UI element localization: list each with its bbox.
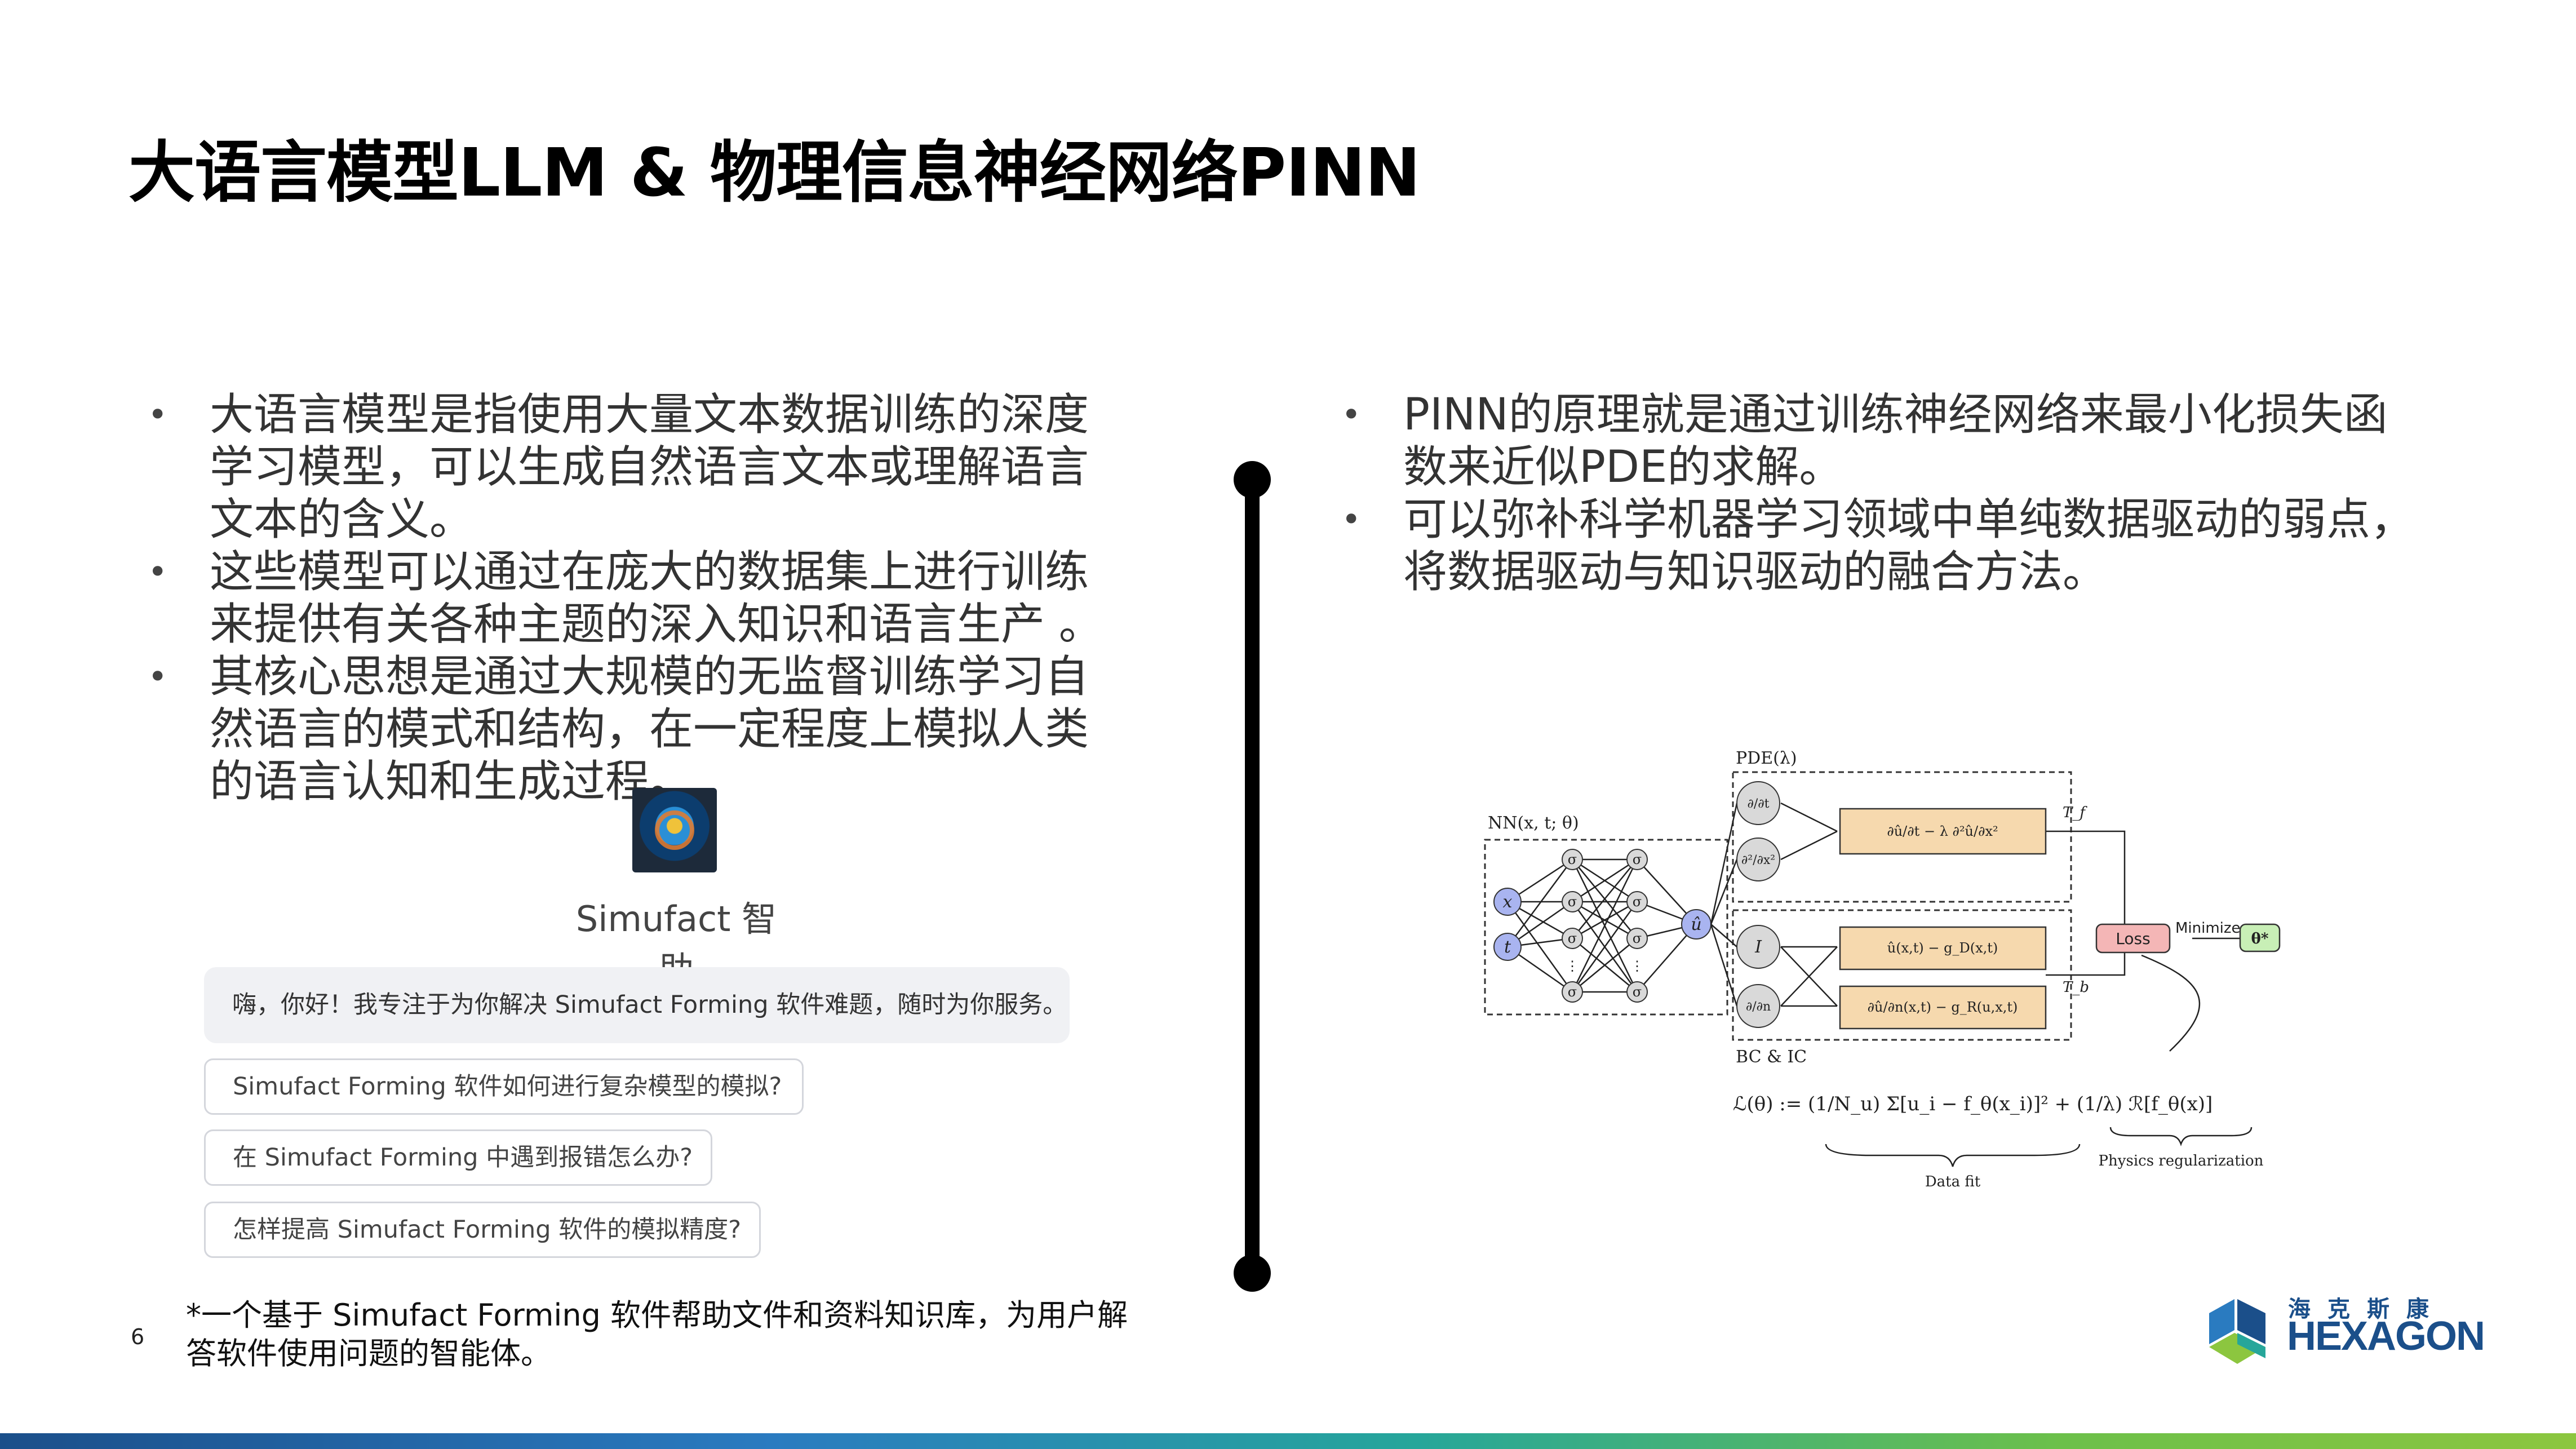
hidden-node — [1626, 849, 1648, 870]
bullet-text: 可以弥补科学机器学习领域中单纯数据驱动的弱点，将数据驱动与知识驱动的融合方法。 — [1403, 494, 2415, 597]
timeline-node-bottom — [1234, 1255, 1271, 1292]
nn-label: NN(x, t; θ) — [1488, 813, 1579, 833]
logo-english-text: HEXAGON — [2287, 1314, 2485, 1359]
pinn-diagram: NN(x, t; θ) x t σ σ σ σ σ σ σ σ ⋮ ⋮ — [1484, 748, 2281, 1190]
dt-operator-node — [1736, 781, 1780, 825]
dt-operator-label: ∂/∂t — [1747, 797, 1769, 811]
bc1-residual-box — [1839, 926, 2047, 971]
loss-box — [2095, 923, 2171, 954]
vdots: ⋮ — [1630, 958, 1644, 974]
input-node-x — [1493, 888, 1522, 916]
hidden-node — [1562, 928, 1583, 949]
loss-label: Loss — [2116, 929, 2150, 948]
theta-star-box — [2239, 923, 2281, 952]
pde-residual-box — [1839, 808, 2047, 855]
nn-box — [1484, 839, 1728, 1016]
bullet-text: PINN的原理就是通过训练神经网络来最小化损失函数来近似PDE的求解。 — [1403, 389, 2388, 493]
pde-label: PDE(λ) — [1736, 748, 1797, 768]
chat-greeting-bubble: 嗨，你好！我专注于为你解决 Simufact Forming 软件难题，随时为你… — [204, 967, 1070, 1043]
logo-chinese-text: 海克斯康 — [2288, 1296, 2446, 1322]
operator-arrows — [1710, 802, 2240, 1052]
dxx-operator-label: ∂²/∂x² — [1741, 853, 1775, 867]
tb-label: T_b — [2063, 979, 2089, 996]
dxx-operator-node — [1736, 838, 1780, 881]
hidden-node — [1626, 891, 1648, 912]
chat-avatar-icon — [632, 788, 717, 872]
llm-bullet-list: • 大语言模型是指使用大量文本数据训练的深度学习模型，可以生成自然语言文本或理解语… — [131, 389, 1123, 808]
bullet-text: 这些模型可以通过在庞大的数据集上进行训练来提供有关各种主题的深入知识和语言生产 … — [210, 547, 1103, 650]
bullet-dot: • — [1341, 395, 1362, 435]
bottom-brand-bar — [0, 1433, 2576, 1449]
hidden-node-label: σ — [1568, 894, 1577, 910]
pde-box — [1732, 771, 2072, 903]
hidden-node-label: σ — [1633, 852, 1642, 867]
nn-connections — [1506, 858, 1697, 993]
bullet-dot: • — [148, 657, 168, 697]
footnote: *一个基于 Simufact Forming 软件帮助文件和资料知识库，为用户解… — [186, 1297, 1128, 1371]
identity-operator-node — [1736, 925, 1780, 969]
tf-label: T_f — [2063, 804, 2087, 821]
hidden-node-label: σ — [1633, 894, 1642, 910]
pinn-bullet-item: • PINN的原理就是通过训练神经网络来最小化损失函数来近似PDE的求解。 — [1324, 389, 2429, 494]
bullet-text: 其核心思想是通过大规模的无监督训练学习自然语言的模式和结构，在一定程度上模拟人类… — [210, 652, 1089, 807]
pinn-bullet-item: • 可以弥补科学机器学习领域中单纯数据驱动的弱点，将数据驱动与知识驱动的融合方法。 — [1324, 494, 2429, 599]
minimize-label: Minimize — [2175, 920, 2241, 937]
hidden-node-label: σ — [1568, 984, 1577, 1000]
llm-bullet-item: • 大语言模型是指使用大量文本数据训练的深度学习模型，可以生成自然语言文本或理解语… — [131, 389, 1123, 546]
bc1-residual-label: û(x,t) − g_D(x,t) — [1887, 940, 1998, 956]
page-number: 6 — [131, 1324, 145, 1349]
chat-suggestion-button[interactable]: 怎样提高 Simufact Forming 软件的模拟精度? — [204, 1202, 761, 1258]
dn-operator-label: ∂/∂n — [1746, 1000, 1771, 1014]
hidden-node-label: σ — [1633, 930, 1642, 946]
input-t-label: t — [1504, 937, 1511, 957]
hidden-node-label: σ — [1568, 930, 1577, 946]
page-title: 大语言模型LLM & 物理信息神经网络PINN — [128, 134, 1421, 211]
bullet-dot: • — [148, 395, 168, 435]
bullet-text: 大语言模型是指使用大量文本数据训练的深度学习模型，可以生成自然语言文本或理解语言… — [210, 389, 1089, 545]
bullet-dot: • — [1341, 500, 1362, 539]
hexagon-logo: 海克斯康 HEXAGON — [2203, 1291, 2485, 1370]
bc2-residual-box — [1839, 985, 2047, 1030]
llm-bullet-item: • 这些模型可以通过在庞大的数据集上进行训练来提供有关各种主题的深入知识和语言生产… — [131, 546, 1123, 651]
physics-brace — [2109, 1127, 2253, 1146]
hidden-node-label: σ — [1633, 984, 1642, 1000]
bc2-residual-label: ∂û/∂n(x,t) − g_R(u,x,t) — [1868, 999, 2018, 1015]
physics-label: Physics regularization — [2099, 1153, 2264, 1169]
loss-formula: ℒ(θ) := (1/N_u) Σ[u_i − f_θ(x_i)]² + (1/… — [1733, 1093, 2213, 1115]
hidden-node — [1626, 981, 1648, 1003]
vdots: ⋮ — [1566, 958, 1579, 974]
hidden-node-label: σ — [1568, 852, 1577, 867]
hidden-node — [1562, 891, 1583, 912]
hidden-node — [1562, 849, 1583, 870]
output-node-label: û — [1691, 915, 1701, 934]
pde-residual-label: ∂û/∂t − λ ∂²û/∂x² — [1887, 823, 1998, 839]
input-node-t — [1493, 933, 1522, 961]
chat-suggestion-button[interactable]: Simufact Forming 软件如何进行复杂模型的模拟? — [204, 1058, 804, 1115]
chat-suggestion-button[interactable]: 在 Simufact Forming 中遇到报错怎么办? — [204, 1129, 712, 1186]
hidden-node — [1562, 981, 1583, 1003]
hexagon-logo-icon — [2209, 1299, 2265, 1364]
identity-operator-label: I — [1754, 937, 1762, 957]
llm-bullet-item: • 其核心思想是通过大规模的无监督训练学习自然语言的模式和结构，在一定程度上模拟人… — [131, 651, 1123, 808]
input-x-label: x — [1503, 892, 1513, 912]
pinn-bullet-list: • PINN的原理就是通过训练神经网络来最小化损失函数来近似PDE的求解。 • 可以… — [1324, 389, 2429, 599]
data-fit-brace — [1825, 1144, 2081, 1167]
data-fit-label: Data fit — [1925, 1173, 1981, 1190]
dn-operator-node — [1736, 984, 1780, 1028]
bc-label: BC & IC — [1736, 1047, 1807, 1067]
bullet-dot: • — [148, 552, 168, 592]
theta-star-label: θ* — [2251, 930, 2269, 947]
timeline-node-top — [1234, 461, 1271, 498]
timeline-divider — [1245, 476, 1260, 1274]
hidden-node — [1626, 928, 1648, 949]
